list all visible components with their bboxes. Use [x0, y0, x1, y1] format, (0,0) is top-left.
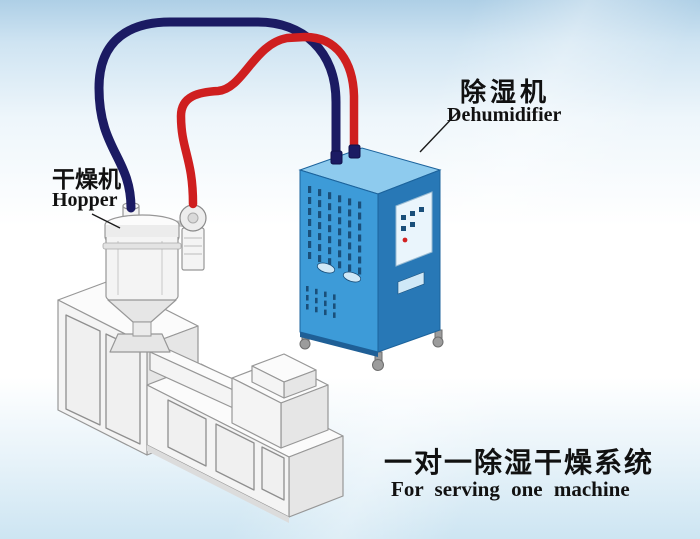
side-vent — [397, 271, 425, 295]
machine-door — [215, 423, 255, 491]
machine-door — [167, 399, 207, 467]
hopper-unit — [102, 202, 207, 337]
hopper-blower — [166, 204, 207, 271]
hose-fitting — [348, 144, 361, 159]
vent-grille-lower — [306, 286, 336, 318]
hoses — [94, 17, 361, 213]
hose-fitting — [330, 150, 343, 165]
oval-badge — [342, 271, 362, 283]
return-air-hose-navy — [94, 17, 341, 213]
dehumidifier-cabinet — [298, 147, 444, 371]
hopper-leader-line — [91, 213, 121, 229]
caption-en: For serving one machine — [391, 477, 630, 501]
machine-door — [65, 314, 101, 426]
vent-grille — [308, 186, 362, 275]
control-panel — [395, 191, 433, 267]
indicator-light — [402, 237, 408, 243]
caption-cn: 一对一除湿干燥系统 — [384, 447, 655, 478]
extruder-machine — [57, 280, 344, 523]
machine-door — [261, 446, 285, 501]
dehumidifier-leader-line — [419, 111, 459, 153]
caster-wheels — [299, 329, 444, 371]
dehumidifier-label-en: Dehumidifier — [447, 104, 562, 126]
hopper-label-en: Hopper — [52, 189, 118, 211]
leader-lines — [91, 111, 459, 229]
dry-air-hose-red — [176, 32, 359, 209]
hopper-label-cn: 干燥机 — [52, 166, 121, 192]
dehumidifier-label-cn: 除湿机 — [460, 77, 551, 107]
oval-badge — [316, 262, 336, 274]
